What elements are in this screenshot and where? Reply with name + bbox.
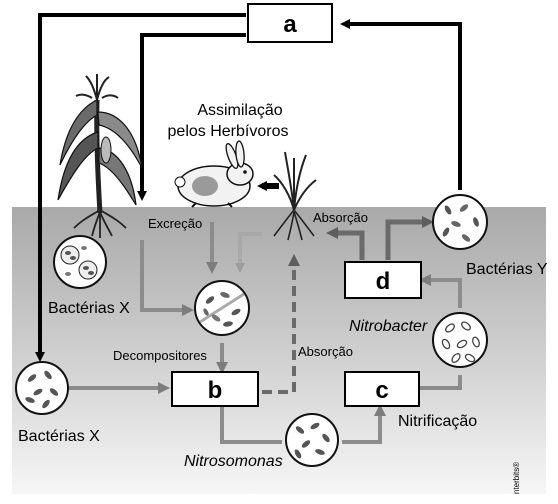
box-a-label: a [283, 11, 297, 38]
box-d-label: d [376, 268, 391, 295]
bacteria-x-lower-circle [16, 362, 68, 414]
box-b-label: b [208, 377, 223, 404]
decomposers-label: Decompositores [113, 348, 207, 363]
bacteria-x-upper-label: Bactérias X [48, 300, 130, 317]
nitrification-label: Nitrificação [398, 413, 477, 430]
bacteria-x-upper-circle [54, 236, 106, 288]
assimilation-label-line2: pelos Herbívoros [168, 123, 289, 140]
bacteria-y-circle [433, 195, 487, 249]
nitrosomonas-circle [286, 414, 338, 466]
box-c: c [345, 372, 419, 406]
bacteria-y-label: Bactérias Y [466, 261, 548, 278]
bacteria-x-lower-label: Bactérias X [18, 428, 100, 445]
rabbit-icon [175, 141, 253, 207]
nitrobacter-circle [433, 313, 487, 367]
box-a: a [248, 4, 332, 42]
arrow-bacteria-y-to-a [345, 24, 460, 190]
excretion-label: Excreção [148, 216, 202, 231]
nitrobacter-label: Nitrobacter [349, 318, 428, 335]
decomposers-circle [195, 281, 249, 335]
nitrosomonas-label: Nitrosomonas [184, 453, 283, 470]
box-d: d [345, 262, 421, 298]
box-c-label: c [375, 377, 388, 404]
absorption-top-label: Absorção [313, 210, 368, 225]
assimilation-label-line1: Assimilação [197, 102, 282, 119]
watermark-text: nterbits® [512, 462, 521, 494]
box-b: b [172, 372, 258, 406]
absorption-middle-label: Absorção [298, 344, 353, 359]
